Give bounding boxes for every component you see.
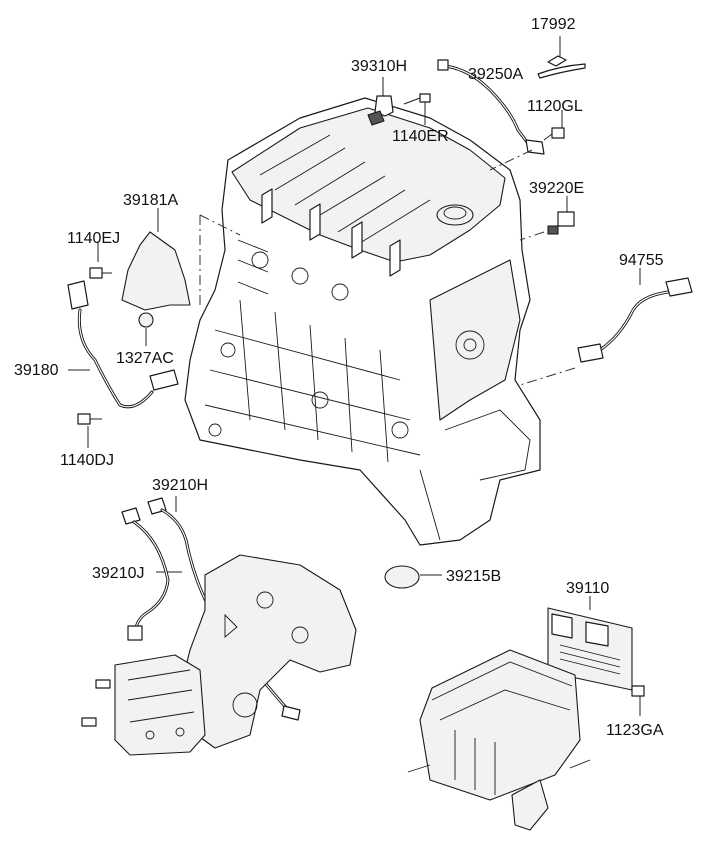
label-39250a: 39250A [468,66,523,83]
label-1140er: 1140ER [392,128,449,145]
label-39181a: 39181A [123,192,178,209]
air-cleaner-illustration [407,649,591,831]
label-39310h: 39310H [351,58,407,75]
label-39215b: 39215B [446,568,501,585]
o2-sensor-39210j-icon [121,507,182,641]
label-1123ga: 1123GA [606,722,664,739]
bolt-1140dj-icon [77,413,102,448]
label-39210h: 39210H [152,477,208,494]
label-1140ej: 1140EJ [67,230,120,247]
leader-dashed-lines [199,149,576,386]
engine-block-illustration [184,97,541,546]
label-1120gl: 1120GL [527,98,583,115]
label-39220e: 39220E [529,180,584,197]
exhaust-manifold-illustration [81,554,357,756]
label-1140dj: 1140DJ [60,452,114,469]
label-17992: 17992 [531,16,576,33]
bolt-1140ej-icon [89,243,112,279]
harness-94755-icon [577,268,693,363]
bolt-1140er-icon [403,93,431,125]
bolt-1123ga-icon [631,685,645,716]
label-1327ac: 1327AC [116,350,174,367]
cam-position-sensor-icon [367,77,394,126]
label-39180: 39180 [14,362,59,379]
cable-tie-icon [537,36,586,79]
label-39210j: 39210J [92,565,145,582]
bolt-1120gl-icon [543,110,565,141]
label-39110: 39110 [566,580,609,597]
shield-39181a-icon [121,208,191,311]
sensor-39220e-icon [547,196,575,235]
crank-sensor-39180-icon [67,280,179,409]
label-94755: 94755 [619,252,664,269]
part-labels: 17992 39310H 39250A 1120GL 1140ER 39220E… [14,16,664,739]
plug-39215b-icon [384,565,442,589]
nut-1327ac-icon [138,312,154,346]
